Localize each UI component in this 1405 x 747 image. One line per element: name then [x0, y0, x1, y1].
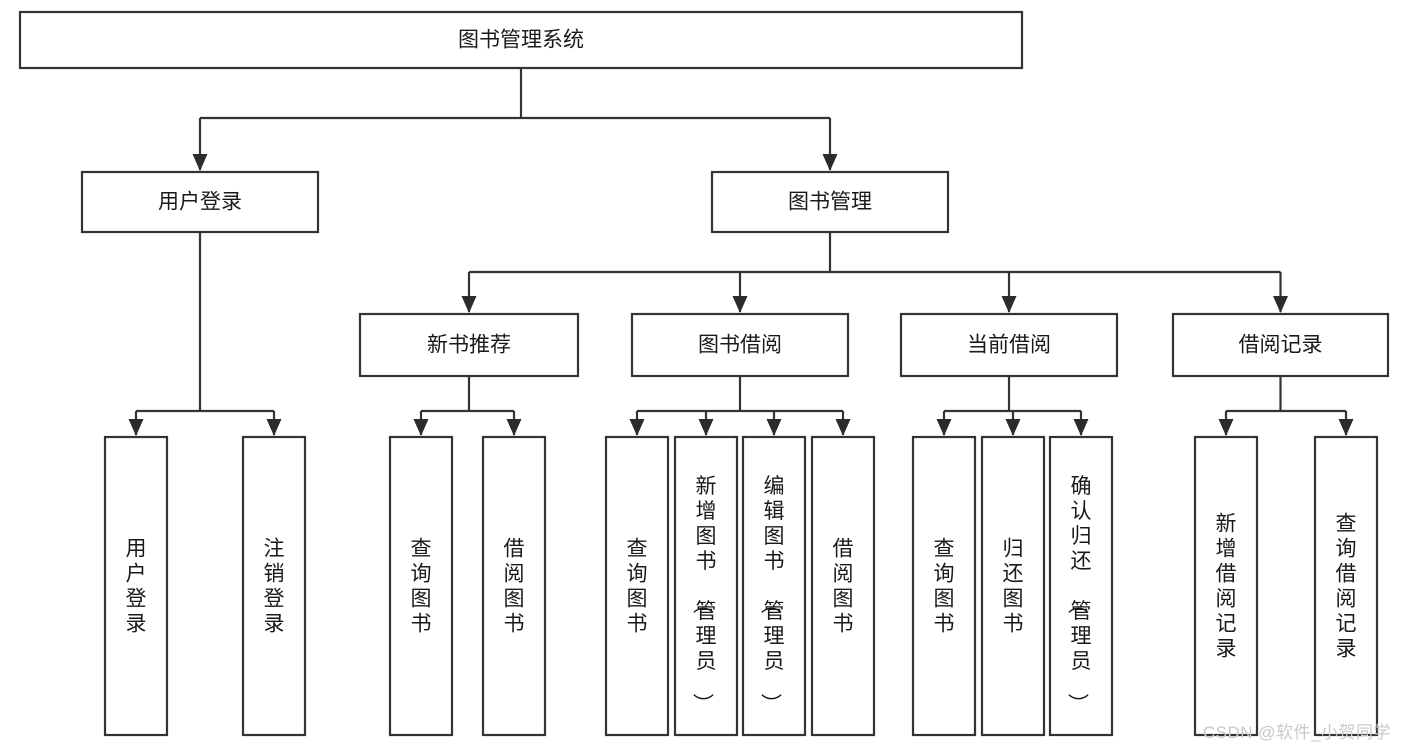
arrow-head-icon — [1273, 296, 1288, 313]
node-label-借阅记录: 借阅记录 — [1239, 334, 1323, 357]
node-box-用户登录[interactable] — [80, 170, 320, 234]
arrow-head-icon — [822, 154, 838, 171]
node-box-借阅图书[interactable] — [810, 435, 876, 737]
node-leaf-5[interactable]: 新增图书（管理员） — [673, 435, 739, 737]
node-label-用户登录: 用户登录 — [158, 191, 242, 214]
arrow-head-icon — [413, 419, 429, 436]
node-box-确认归还管理员[interactable] — [1048, 435, 1114, 737]
node-leaf-2[interactable]: 查询图书 — [388, 435, 454, 737]
node-label-编辑图书管理员: 编辑图书（管理员） — [759, 475, 785, 714]
node-label-用户登录: 用户登录 — [126, 538, 147, 636]
arrow-head-icon — [1338, 419, 1354, 436]
node-box-新增图书管理员[interactable] — [673, 435, 739, 737]
arrow-head-icon — [1001, 296, 1017, 313]
node-label-查询图书: 查询图书 — [934, 538, 955, 636]
node-leaf-9[interactable]: 归还图书 — [980, 435, 1046, 737]
node-level2-1[interactable]: 图书借阅 — [630, 312, 850, 378]
node-label-归还图书: 归还图书 — [1003, 538, 1024, 636]
arrow-head-icon — [266, 419, 282, 436]
node-leaf-11[interactable]: 新增借阅记录 — [1193, 435, 1259, 737]
node-leaf-6[interactable]: 编辑图书（管理员） — [741, 435, 807, 737]
node-leaf-4[interactable]: 查询图书 — [604, 435, 670, 737]
node-box-查询图书[interactable] — [604, 435, 670, 737]
node-box-归还图书[interactable] — [980, 435, 1046, 737]
node-label-新增借阅记录: 新增借阅记录 — [1216, 513, 1237, 661]
arrow-head-icon — [835, 419, 851, 436]
node-box-注销登录[interactable] — [241, 435, 307, 737]
arrow-head-icon — [1218, 419, 1234, 436]
arrow-head-icon — [936, 419, 952, 436]
connector-layer — [128, 68, 1354, 436]
node-level2-3[interactable]: 借阅记录 — [1171, 312, 1390, 378]
node-box-编辑图书管理员[interactable] — [741, 435, 807, 737]
node-label-确认归还管理员: 确认归还（管理员） — [1066, 475, 1092, 714]
node-box-当前借阅[interactable] — [899, 312, 1119, 378]
node-label-图书管理: 图书管理 — [788, 191, 872, 214]
node-label-查询图书: 查询图书 — [627, 538, 648, 636]
arrow-head-icon — [461, 296, 477, 313]
node-box-查询图书[interactable] — [911, 435, 977, 737]
node-label-借阅图书: 借阅图书 — [833, 538, 854, 636]
node-label-新书推荐: 新书推荐 — [427, 334, 511, 357]
node-level2-2[interactable]: 当前借阅 — [899, 312, 1119, 378]
node-box-新增借阅记录[interactable] — [1193, 435, 1259, 737]
node-label-图书管理系统: 图书管理系统 — [458, 29, 584, 52]
node-leaf-12[interactable]: 查询借阅记录 — [1313, 435, 1379, 737]
node-box-layer: 图书管理系统用户登录图书管理新书推荐图书借阅当前借阅借阅记录用户登录注销登录查询… — [18, 10, 1390, 737]
node-box-图书管理系统[interactable] — [18, 10, 1024, 70]
arrow-head-icon — [698, 419, 714, 436]
node-box-查询图书[interactable] — [388, 435, 454, 737]
arrow-head-icon — [629, 419, 645, 436]
node-level2-0[interactable]: 新书推荐 — [358, 312, 580, 378]
node-label-新增图书管理员: 新增图书（管理员） — [691, 475, 717, 714]
node-label-查询图书: 查询图书 — [411, 538, 432, 636]
node-leaf-7[interactable]: 借阅图书 — [810, 435, 876, 737]
node-leaf-1[interactable]: 注销登录 — [241, 435, 307, 737]
node-box-借阅图书[interactable] — [481, 435, 547, 737]
node-label-查询借阅记录: 查询借阅记录 — [1336, 513, 1357, 661]
node-leaf-10[interactable]: 确认归还（管理员） — [1048, 435, 1114, 737]
node-box-图书管理[interactable] — [710, 170, 950, 234]
node-level1-0[interactable]: 用户登录 — [80, 170, 320, 234]
node-label-图书借阅: 图书借阅 — [698, 334, 782, 357]
node-label-借阅图书: 借阅图书 — [504, 538, 525, 636]
arrow-head-icon — [732, 296, 748, 313]
node-leaf-0[interactable]: 用户登录 — [103, 435, 169, 737]
arrow-head-icon — [766, 419, 782, 436]
node-label-注销登录: 注销登录 — [264, 538, 285, 636]
arrow-head-icon — [128, 419, 144, 436]
node-label-当前借阅: 当前借阅 — [967, 334, 1051, 357]
node-leaf-3[interactable]: 借阅图书 — [481, 435, 547, 737]
watermark-label: CSDN @软件_小贺同学 — [1202, 723, 1391, 742]
arrow-head-icon — [1073, 419, 1089, 436]
node-box-新书推荐[interactable] — [358, 312, 580, 378]
node-box-查询借阅记录[interactable] — [1313, 435, 1379, 737]
arrow-head-icon — [1005, 419, 1021, 436]
node-box-图书借阅[interactable] — [630, 312, 850, 378]
arrow-head-icon — [192, 154, 208, 171]
node-root-0[interactable]: 图书管理系统 — [18, 10, 1024, 70]
node-level1-1[interactable]: 图书管理 — [710, 170, 950, 234]
arrow-head-icon — [506, 419, 522, 436]
node-box-用户登录[interactable] — [103, 435, 169, 737]
node-leaf-8[interactable]: 查询图书 — [911, 435, 977, 737]
node-box-借阅记录[interactable] — [1171, 312, 1390, 378]
